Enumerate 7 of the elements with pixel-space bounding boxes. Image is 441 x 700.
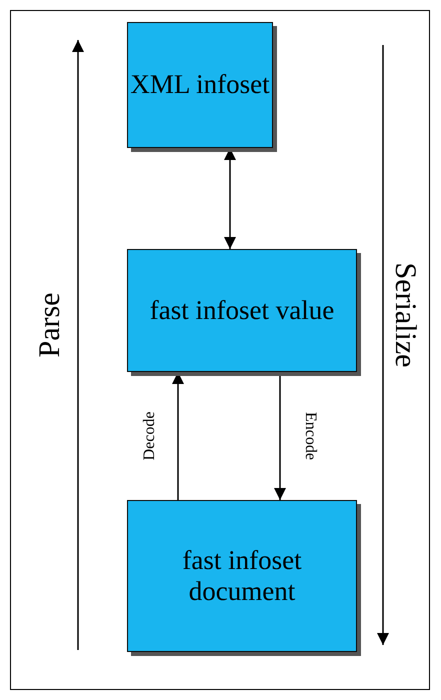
box-label: fast infoset value (150, 294, 334, 326)
edge-label: Decode (141, 412, 159, 460)
box-label: fast infoset document (181, 544, 303, 608)
box-label: XML infoset (130, 69, 270, 101)
direction-label: Parse (33, 292, 67, 358)
direction-label: Serialize (388, 262, 422, 368)
edge-label: Encode (301, 412, 319, 460)
